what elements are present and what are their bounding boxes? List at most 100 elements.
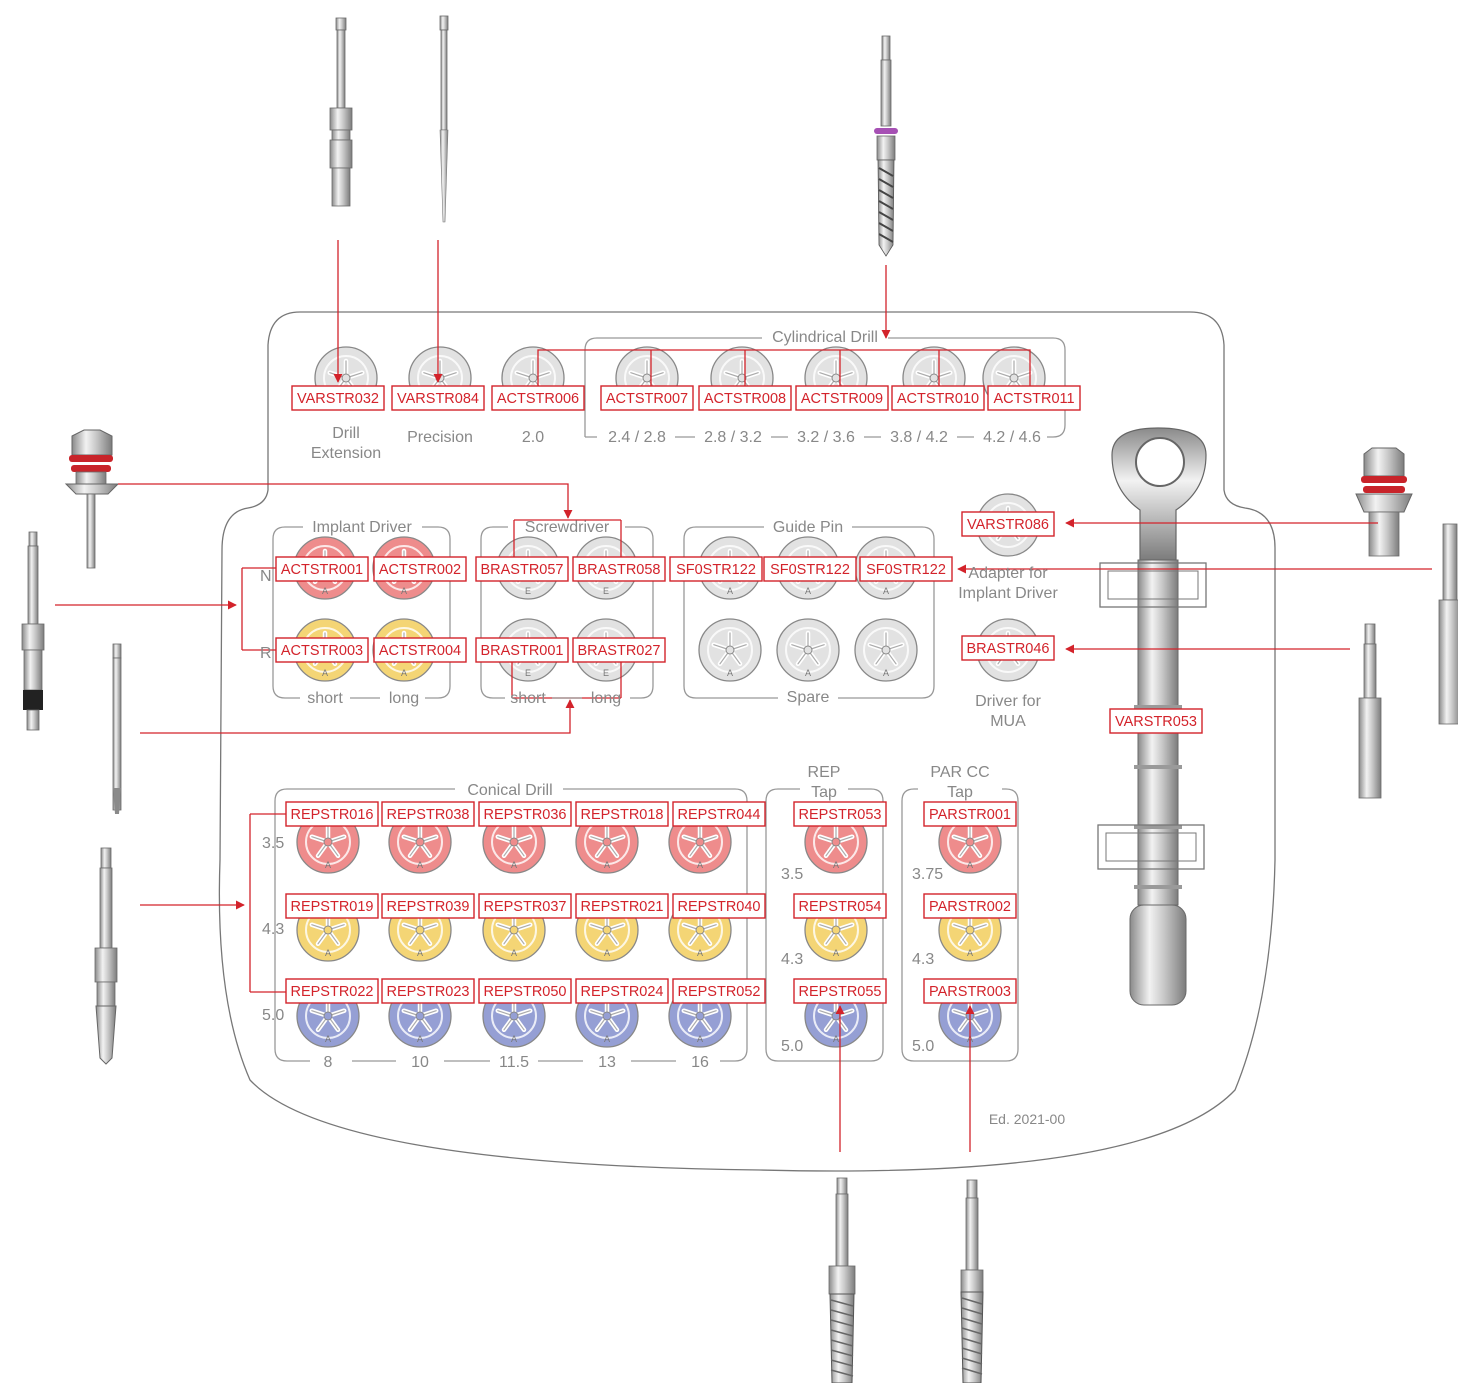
rep-tap-thread-line (830, 1369, 854, 1377)
code-text: VARSTR084 (397, 391, 479, 407)
well-mark: A (805, 586, 811, 596)
cyl-size-3: 3.2 / 3.6 (797, 429, 855, 446)
conical-drill-shaft (99, 867, 113, 949)
code-implant-driver-2: ACTSTR002 (373, 556, 467, 582)
par-tap-row-labels: 3.754.35.0 (912, 866, 943, 1055)
well-mark: A (967, 860, 973, 870)
long-driver-shaft (27, 545, 39, 625)
conical-row-3: 5.0 (262, 1007, 284, 1024)
code-text: BRASTR058 (577, 562, 660, 578)
code-text: REPSTR018 (580, 807, 663, 823)
conical-row-1: 3.5 (262, 835, 284, 852)
label-nn-partial: N (260, 568, 272, 585)
well-mark: A (805, 668, 811, 678)
label-drill-extension: Drill (332, 425, 360, 442)
code-top-8: ACTSTR011 (987, 385, 1081, 411)
cyl-drill-flute-line (878, 178, 894, 188)
rep-tap-thread-line (830, 1339, 854, 1347)
rep-tap-thread-line (830, 1349, 854, 1357)
par-tap-thread-line (961, 1337, 983, 1345)
group-title-par-tap: PAR CC (930, 764, 989, 781)
drill-extension-top (335, 17, 347, 31)
leader-screwdriver-short (140, 699, 575, 734)
cyl-drill-flute-line (878, 211, 894, 221)
group-title-implant-driver: Implant Driver (312, 519, 412, 536)
code-conical-1-3: REPSTR036 (478, 801, 572, 827)
code-screwdriver-1: BRASTR057 (475, 556, 569, 582)
code-top-1: VARSTR032 (291, 385, 385, 411)
code-text: ACTSTR007 (606, 391, 688, 407)
code-par-tap-2: PARSTR002 (923, 893, 1017, 919)
code-implant-driver-1: ACTSTR001 (275, 556, 369, 582)
precision-drill-shaft (440, 29, 448, 131)
conical-drill-neck (96, 981, 116, 1007)
code-conical-1-4: REPSTR018 (575, 801, 669, 827)
par-tap-threads (960, 1291, 984, 1383)
code-conical-2-4: REPSTR021 (575, 893, 669, 919)
code-text: BRASTR046 (966, 641, 1049, 657)
code-conical-3-1: REPSTR022 (285, 978, 379, 1004)
rep-tap-top (836, 1177, 848, 1195)
par-tap-top (966, 1179, 978, 1199)
code-text: REPSTR044 (677, 807, 760, 823)
leader-cyl-bar (537, 349, 1031, 387)
code-text: ACTSTR010 (897, 391, 979, 407)
adapter-head (1363, 447, 1405, 477)
adapter-ring (1361, 476, 1407, 483)
well-mark: A (325, 860, 331, 870)
group-title-conical-drill: Conical Drill (467, 782, 552, 799)
well-mark: A (727, 668, 733, 678)
rep-tap-row-labels: 3.54.35.0 (781, 866, 803, 1055)
mua-driver-shaft (1363, 643, 1377, 699)
code-text: ACTSTR006 (497, 391, 579, 407)
code-text: ACTSTR002 (379, 562, 461, 578)
well-mark: A (697, 860, 703, 870)
long-driver-oring (23, 690, 43, 710)
cyl-drill-flutes (877, 159, 895, 257)
label-driver-long: long (389, 690, 419, 707)
code-par-tap-1: PARSTR001 (923, 801, 1017, 827)
well-mark: A (511, 860, 517, 870)
code-text: PARSTR003 (929, 984, 1011, 1000)
well-mark: A (883, 668, 889, 678)
code-text: ACTSTR003 (281, 643, 363, 659)
code-conical-1-5: REPSTR044 (672, 801, 766, 827)
rep-tap-thread-line (830, 1359, 854, 1367)
code-top-4: ACTSTR007 (600, 385, 694, 411)
conical-length-1: 8 (324, 1054, 333, 1071)
code-text: BRASTR001 (480, 643, 563, 659)
mua-driver-body (1358, 697, 1382, 799)
edge-driver-top (1442, 523, 1458, 601)
conical-drill-tip (95, 1005, 117, 1065)
code-guide-pin-1: SF0STR122 (669, 556, 763, 582)
code-text: PARSTR002 (929, 899, 1011, 915)
well-mark: A (833, 948, 839, 958)
par-tap-thread-line (961, 1367, 983, 1375)
code-text: BRASTR057 (480, 562, 563, 578)
code-conical-2-3: REPSTR037 (478, 893, 572, 919)
group-title-rep-tap-2: Tap (811, 784, 837, 801)
drill-extension-collar (329, 107, 353, 131)
cyl-size-4: 3.8 / 4.2 (890, 429, 948, 446)
code-implant-driver-3: ACTSTR003 (275, 637, 369, 663)
conical-drill-collar (94, 947, 118, 983)
well-mark: A (322, 668, 328, 678)
rep-row-3: 5.0 (781, 1038, 803, 1055)
label-mua-2: MUA (990, 713, 1026, 730)
code-top-6: ACTSTR009 (795, 385, 889, 411)
well-mark: A (604, 948, 610, 958)
code-adapter: VARSTR086 (961, 511, 1055, 537)
adapter-flange (1355, 493, 1413, 513)
code-conical-2-5: REPSTR040 (672, 893, 766, 919)
code-text: REPSTR039 (386, 899, 469, 915)
implant-driver-flange (64, 483, 120, 495)
code-text: REPSTR024 (580, 984, 663, 1000)
well-mark: E (603, 586, 609, 596)
code-conical-1-2: REPSTR038 (381, 801, 475, 827)
well-mark: A (604, 1034, 610, 1044)
code-text: REPSTR050 (483, 984, 566, 1000)
par-tap-thread-line (961, 1357, 983, 1365)
